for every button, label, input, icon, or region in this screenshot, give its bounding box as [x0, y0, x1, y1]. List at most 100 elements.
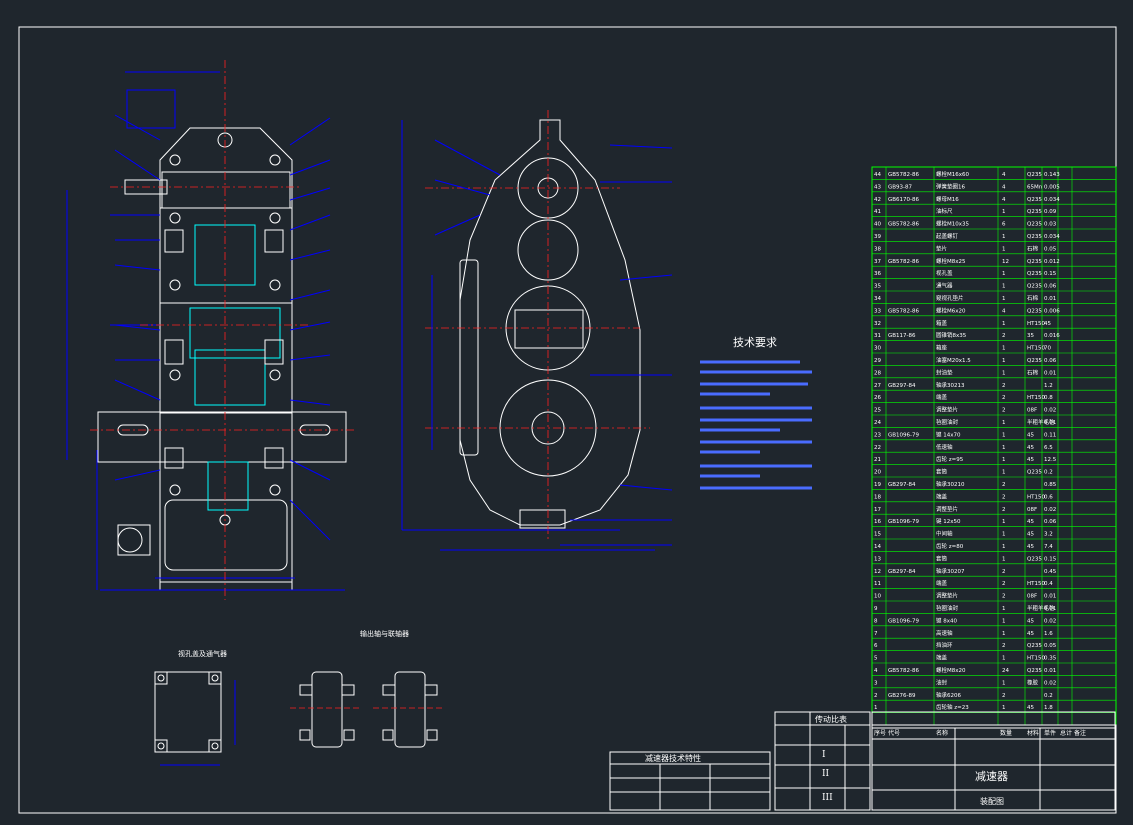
parts-cell: GB1096-79: [888, 519, 920, 525]
parts-cell: 1: [1002, 445, 1006, 451]
parts-cell: 21: [874, 457, 881, 463]
parts-cell: 6: [1002, 222, 1006, 228]
parts-cell: 2: [1002, 693, 1006, 699]
parts-cell: 2: [1002, 383, 1006, 389]
parts-cell: 0.06: [1044, 519, 1057, 525]
parts-cell: 6.5: [1044, 445, 1053, 451]
parts-cell: 24: [1002, 668, 1009, 674]
parts-cell: 7.4: [1044, 544, 1053, 550]
parts-cell: 17: [874, 507, 881, 513]
parts-cell: 螺母M16: [936, 195, 959, 203]
parts-cell: 齿轮 z=95: [936, 455, 964, 463]
parts-cell: 45: [1027, 432, 1034, 438]
parts-cell: 箱座: [936, 344, 948, 352]
notes-title: 技术要求: [733, 336, 777, 349]
parts-cell: 28: [874, 370, 881, 376]
cover-view: [154, 671, 222, 753]
parts-cell: 11: [874, 581, 881, 587]
parts-cell: 齿轮轴 z=23: [936, 703, 969, 711]
parts-cell: 45: [1027, 532, 1034, 538]
parts-cell: 石棉: [1027, 244, 1039, 252]
parts-cell: 45: [1027, 544, 1034, 550]
parts-cell: 半粗羊毛毡: [1027, 418, 1055, 426]
parts-cell: 15: [874, 532, 881, 538]
front-view-dimensions: [401, 120, 673, 551]
parts-cell: HT150: [1027, 581, 1045, 587]
parts-cell: 0.034: [1044, 197, 1060, 203]
parts-cell: 1: [1002, 346, 1006, 352]
parts-cell: 2: [1002, 333, 1006, 339]
parts-cell: GB1096-79: [888, 432, 920, 438]
parts-cell: 4: [1002, 308, 1006, 314]
parts-cell: 18: [874, 494, 881, 500]
parts-cell: 端盖: [936, 393, 948, 401]
parts-cell: 33: [874, 308, 881, 314]
parts-cell: Q235: [1027, 234, 1042, 240]
front-view-centerlines: [425, 110, 650, 540]
bottom-left-title: 视孔盖及通气器: [178, 649, 227, 658]
parts-header-cell: 单件: [1044, 729, 1056, 737]
parts-cell: 1: [1002, 532, 1006, 538]
parts-cell: 45: [1044, 321, 1051, 327]
parts-header-cell: 代号: [888, 729, 900, 737]
parts-cell: GB276-89: [888, 693, 916, 699]
parts-cell: GB1096-79: [888, 618, 920, 624]
parts-cell: 弹簧垫圈16: [936, 182, 965, 190]
parts-cell: 低速轴: [936, 443, 953, 451]
parts-cell: 08F: [1027, 594, 1037, 600]
parts-cell: 半粗羊毛毡: [1027, 604, 1055, 612]
parts-cell: 毡圈油封: [936, 418, 959, 426]
parts-cell: 端盖: [936, 579, 948, 587]
parts-cell: 0.06: [1044, 284, 1057, 290]
parts-cell: 1: [874, 705, 878, 711]
parts-cell: 4: [1002, 184, 1006, 190]
parts-cell: 25: [874, 408, 881, 414]
parts-cell: 油标尺: [936, 207, 953, 215]
parts-cell: Q235: [1027, 172, 1042, 178]
parts-cell: 10: [874, 594, 881, 600]
parts-cell: 30: [874, 346, 881, 352]
parts-cell: 0.85: [1044, 482, 1057, 488]
parts-cell: 键 14x70: [936, 430, 961, 438]
parts-cell: 1: [1002, 544, 1006, 550]
parts-cell: 0.01: [1044, 668, 1056, 674]
parts-cell: 2: [1002, 482, 1006, 488]
parts-cell: GB5782-86: [888, 222, 920, 228]
coupling-views: [299, 671, 438, 748]
parts-cell: 1: [1002, 209, 1006, 215]
parts-cell: 0.4: [1044, 581, 1053, 587]
parts-cell: 45: [1027, 445, 1034, 451]
bottom-center-title: 输出轴与联轴器: [360, 629, 409, 638]
parts-cell: 螺栓M6x20: [936, 306, 966, 314]
parts-cell: 调整垫片: [936, 505, 958, 513]
parts-cell: 油塞M20x1.5: [936, 356, 971, 364]
parts-cell: 45: [1027, 519, 1034, 525]
parts-cell: 2: [1002, 569, 1006, 575]
parts-cell: GB5782-86: [888, 668, 920, 674]
parts-cell: GB5782-86: [888, 172, 920, 178]
parts-cell: 0.016: [1044, 333, 1060, 339]
parts-cell: 键 8x40: [936, 616, 958, 624]
parts-cell: 螺栓M8x20: [936, 666, 966, 674]
parts-cell: 0.05: [1044, 643, 1057, 649]
parts-cell: 窥视孔垫片: [936, 294, 964, 302]
parts-cell: 4: [1002, 197, 1006, 203]
parts-header-cell: 数量: [1000, 729, 1012, 737]
parts-cell: 0.06: [1044, 358, 1057, 364]
parts-cell: 35: [874, 284, 881, 290]
parts-cell: GB297-84: [888, 569, 916, 575]
parts-cell: 1: [1002, 234, 1006, 240]
parts-cell: 0.01: [1044, 296, 1056, 302]
parts-cell: 24: [874, 420, 881, 426]
parts-cell: 0.8: [1044, 395, 1053, 401]
parts-cell: 2: [1002, 395, 1006, 401]
parts-cell: 0.143: [1044, 172, 1060, 178]
parts-cell: HT150: [1027, 656, 1045, 662]
parts-cell: 0.03: [1044, 222, 1057, 228]
parts-cell: 4: [1002, 172, 1006, 178]
parts-cell: 0.11: [1044, 432, 1056, 438]
parts-cell: 齿轮 z=80: [936, 542, 964, 550]
parts-cell: 螺栓M16x60: [936, 170, 969, 178]
parts-cell: 1: [1002, 470, 1006, 476]
parts-cell: 40: [874, 222, 881, 228]
